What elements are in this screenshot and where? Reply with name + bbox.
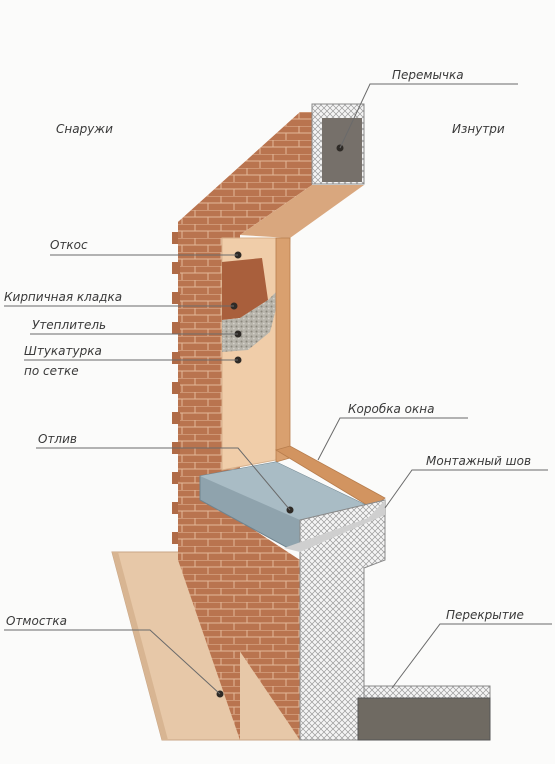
label-window-frame: Коробка окна (348, 402, 435, 416)
label-floor-slab: Перекрытие (446, 608, 524, 622)
label-plaster-line1: Штукатурка (24, 344, 102, 358)
label-outside: Снаружи (56, 122, 113, 136)
window-frame-vertical (275, 237, 291, 463)
brick-wall-lower (178, 480, 300, 740)
leader-drip-sill (36, 447, 291, 511)
drip-sill-top (200, 462, 372, 520)
label-plaster-line2: по сетке (24, 364, 79, 378)
brick-wall-teeth (172, 232, 180, 544)
window-frame-sill (275, 445, 386, 509)
leader-window-frame (317, 417, 468, 461)
floor-slab (357, 697, 491, 741)
blind-area-edge (112, 552, 168, 740)
label-slope: Откос (50, 238, 88, 252)
leader-floor-slab (391, 623, 552, 689)
label-mounting-seam: Монтажный шов (426, 454, 532, 468)
leader-blind-area (4, 629, 221, 695)
lintel-brick-face (178, 112, 312, 245)
label-blind-area: Отмостка (6, 614, 68, 628)
label-insulation: Утеплитель (32, 318, 107, 332)
lintel-underside (240, 185, 364, 238)
floor-slab-foam (363, 685, 491, 699)
label-brickwork: Кирпичная кладка (4, 290, 123, 304)
leader-mounting-seam (384, 469, 548, 509)
label-inside: Изнутри (452, 122, 505, 136)
sill-edge (284, 500, 385, 552)
leader-lintel (339, 83, 518, 149)
label-drip-sill: Отлив (38, 432, 77, 446)
label-lintel: Перемычка (392, 68, 464, 82)
leader-lines (4, 83, 552, 695)
